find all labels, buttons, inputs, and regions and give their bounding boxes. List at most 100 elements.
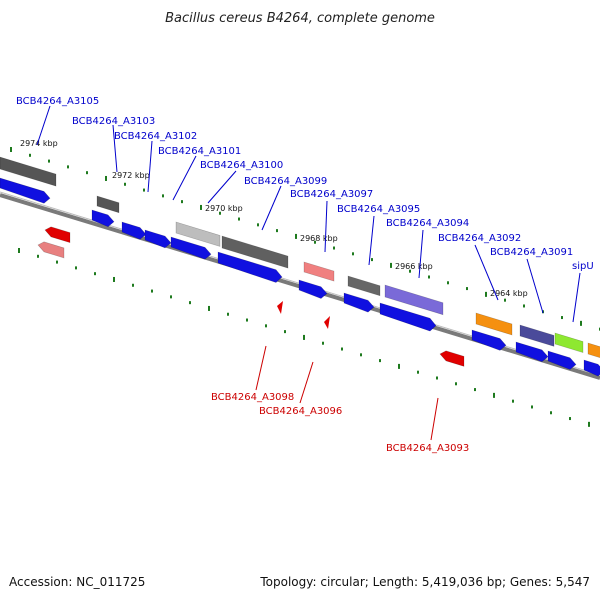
scale-tick — [360, 353, 362, 357]
cds-forward[interactable] — [298, 279, 328, 299]
scale-tick — [561, 316, 563, 320]
gene-block[interactable] — [554, 332, 584, 353]
gene-label[interactable]: BCB4264_A3093 — [386, 443, 469, 454]
gene-label[interactable]: BCB4264_A3092 — [438, 233, 521, 244]
gene-block[interactable] — [475, 312, 513, 336]
gene-label[interactable]: BCB4264_A3101 — [158, 146, 241, 157]
scale-tick — [86, 171, 88, 175]
gene-label[interactable]: BCB4264_A3096 — [259, 406, 342, 417]
gene-label[interactable]: BCB4264_A3091 — [490, 247, 573, 258]
scale-tick — [219, 211, 221, 215]
leader-line — [255, 345, 267, 391]
scale-tick — [504, 298, 506, 302]
scale-tick — [314, 240, 316, 244]
accession-text: Accession: NC_011725 — [9, 575, 145, 589]
scale-tick — [132, 283, 134, 287]
cds-reverse[interactable] — [44, 226, 71, 244]
scale-tick — [569, 417, 571, 421]
gene-label[interactable]: BCB4264_A3100 — [200, 160, 283, 171]
scale-tick — [398, 363, 400, 369]
scale-tick — [550, 411, 552, 415]
leader-line — [418, 229, 424, 279]
scale-tick — [37, 254, 39, 258]
scale-tick — [284, 330, 286, 334]
gene-label[interactable]: BCB4264_A3105 — [16, 96, 99, 107]
gene-label[interactable]: BCB4264_A3094 — [386, 218, 469, 229]
scale-tick — [162, 194, 164, 198]
leader-line — [526, 258, 544, 314]
leader-line — [147, 140, 153, 193]
cds-forward[interactable] — [515, 341, 549, 363]
gene-block[interactable] — [347, 275, 381, 297]
cds-forward[interactable] — [379, 302, 437, 332]
scale-tick — [170, 295, 172, 299]
scale-tick — [238, 217, 240, 221]
gene-block[interactable] — [587, 342, 600, 360]
gene-label[interactable]: sipU — [572, 261, 594, 272]
gene-label[interactable]: BCB4264_A3095 — [337, 204, 420, 215]
gene-block[interactable] — [96, 195, 120, 214]
scale-ticks-lower — [18, 248, 590, 427]
scale-tick — [455, 382, 457, 386]
scale-tick — [466, 287, 468, 291]
cds-forward[interactable] — [121, 221, 147, 240]
scale-tick — [265, 324, 267, 328]
gene-label[interactable]: BCB4264_A3097 — [290, 189, 373, 200]
leader-line — [299, 361, 314, 404]
gene-block[interactable] — [384, 284, 444, 316]
cds-reverse[interactable] — [439, 350, 465, 367]
cds-forward[interactable] — [144, 229, 172, 249]
leader-line — [474, 244, 499, 301]
cds-forward[interactable] — [0, 177, 51, 204]
gene-label[interactable]: BCB4264_A3102 — [114, 131, 197, 142]
scale-tick — [29, 153, 31, 157]
cds-reverse[interactable] — [277, 301, 283, 314]
leader-line — [172, 155, 197, 201]
gene-block[interactable] — [221, 235, 289, 269]
scale-tick — [75, 266, 77, 270]
scale-tick — [485, 291, 487, 297]
cds-forward[interactable] — [547, 350, 577, 370]
kbp-label: 2968 kbp — [300, 234, 338, 243]
leader-line — [112, 124, 118, 173]
cds-forward[interactable] — [583, 359, 600, 377]
scale-tick — [143, 188, 145, 192]
gene-block[interactable] — [303, 261, 335, 282]
cds-reverse[interactable] — [324, 316, 330, 329]
gene-block[interactable] — [175, 221, 221, 247]
scale-tick — [531, 405, 533, 409]
scale-tick — [379, 359, 381, 363]
scale-tick — [18, 248, 20, 253]
scale-tick — [227, 312, 229, 316]
cds-reverse[interactable] — [37, 241, 65, 259]
scale-tick — [124, 182, 126, 186]
cds-forward[interactable] — [471, 329, 507, 351]
gene-block[interactable] — [0, 156, 57, 187]
leader-line — [572, 272, 581, 323]
scale-tick — [48, 159, 50, 163]
scale-tick — [189, 301, 191, 305]
cds-forward[interactable] — [91, 209, 115, 228]
scale-tick — [257, 223, 259, 227]
gene-label[interactable]: BCB4264_A3099 — [244, 176, 327, 187]
leader-line — [430, 397, 439, 441]
scale-tick — [94, 272, 96, 276]
scale-tick — [409, 269, 411, 273]
gene-block[interactable] — [519, 324, 555, 347]
scale-tick — [67, 165, 69, 169]
scale-tick — [588, 421, 590, 427]
gene-label[interactable]: BCB4264_A3098 — [211, 392, 294, 403]
kbp-label: 2974 kbp — [20, 139, 58, 148]
kbp-label: 2972 kbp — [112, 171, 150, 180]
scale-tick — [56, 260, 58, 264]
scale-tick — [352, 252, 354, 256]
scale-tick — [200, 204, 202, 210]
scale-tick — [428, 275, 430, 279]
scale-tick — [295, 233, 297, 239]
kbp-label: 2970 kbp — [205, 204, 243, 213]
cds-forward[interactable] — [170, 236, 212, 260]
cds-forward[interactable] — [343, 292, 375, 313]
gene-label[interactable]: BCB4264_A3103 — [72, 116, 155, 127]
cds-forward[interactable] — [217, 251, 283, 283]
